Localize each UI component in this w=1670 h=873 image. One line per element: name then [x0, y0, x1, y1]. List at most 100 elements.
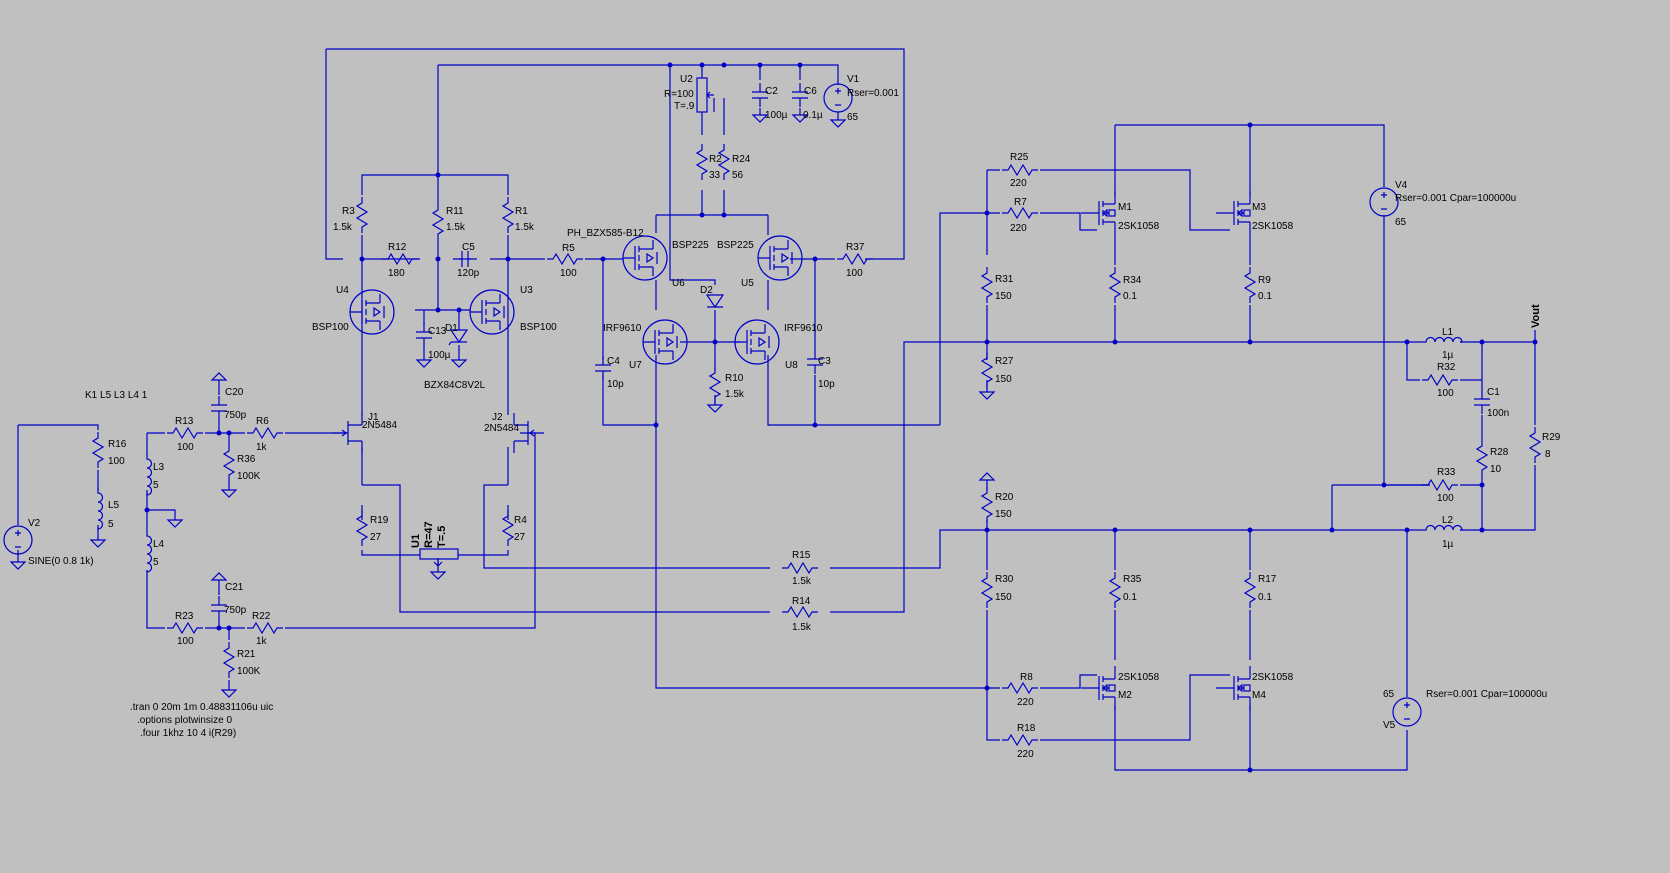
svg-text:BZX84C8V2L: BZX84C8V2L: [424, 380, 486, 391]
svg-text:V1: V1: [847, 74, 860, 85]
svg-text:10: 10: [1490, 464, 1502, 475]
svg-text:U2: U2: [680, 74, 693, 85]
svg-text:M3: M3: [1252, 202, 1266, 213]
wires-top: [325, 48, 990, 689]
wires-input: [17, 285, 1407, 690]
svg-text:120p: 120p: [457, 268, 480, 279]
svg-text:U8: U8: [785, 360, 798, 371]
svg-text:R35: R35: [1123, 574, 1142, 585]
svg-text:220: 220: [1010, 223, 1027, 234]
svg-text:BSP225: BSP225: [672, 240, 709, 251]
svg-text:L3: L3: [153, 462, 165, 473]
svg-text:65: 65: [1395, 217, 1407, 228]
svg-text:Vout: Vout: [1530, 304, 1542, 328]
svg-text:8: 8: [1545, 449, 1551, 460]
svg-text:65: 65: [1383, 689, 1395, 700]
svg-text:R25: R25: [1010, 152, 1029, 163]
svg-text:10p: 10p: [818, 379, 835, 390]
svg-text:C13: C13: [428, 326, 447, 337]
svg-text:R32: R32: [1437, 362, 1456, 373]
svg-text:Rser=0.001 Cpar=100000u: Rser=0.001 Cpar=100000u: [1426, 689, 1547, 700]
svg-text:100: 100: [177, 442, 194, 453]
svg-text:Rser=0.001 Cpar=100000u: Rser=0.001 Cpar=100000u: [1395, 193, 1516, 204]
svg-text:R2: R2: [709, 154, 722, 165]
svg-text:100: 100: [846, 268, 863, 279]
svg-text:L1: L1: [1442, 327, 1454, 338]
svg-text:R20: R20: [995, 492, 1014, 503]
svg-text:100: 100: [177, 636, 194, 647]
svg-text:C2: C2: [765, 86, 778, 97]
capacitors-inductors: [97, 77, 1491, 621]
svg-text:10p: 10p: [607, 379, 624, 390]
svg-text:J1: J1: [368, 412, 379, 423]
svg-text:C3: C3: [818, 356, 831, 367]
junctions: [144, 62, 1538, 773]
svg-text:1.5k: 1.5k: [792, 622, 812, 633]
svg-text:100µ: 100µ: [765, 110, 788, 121]
svg-text:220: 220: [1010, 178, 1027, 189]
svg-text:R31: R31: [995, 274, 1014, 285]
svg-text:27: 27: [370, 532, 382, 543]
svg-text:U7: U7: [629, 360, 642, 371]
svg-text:.tran 0 20m 1m 0.48831106u uic: .tran 0 20m 1m 0.48831106u uic: [130, 702, 273, 713]
svg-text:5: 5: [153, 557, 159, 568]
svg-text:R=100: R=100: [664, 89, 694, 100]
svg-text:750p: 750p: [224, 605, 247, 616]
svg-text:C20: C20: [225, 387, 244, 398]
svg-text:BSP100: BSP100: [520, 322, 557, 333]
svg-text:R21: R21: [237, 649, 256, 660]
svg-text:L5: L5: [108, 500, 120, 511]
svg-text:U1: U1: [410, 534, 422, 548]
svg-text:R29: R29: [1542, 432, 1561, 443]
resistors: [92, 143, 1541, 746]
svg-text:IRF9610: IRF9610: [784, 323, 823, 334]
svg-text:.four 1khz 10 4 i(R29): .four 1khz 10 4 i(R29): [140, 728, 236, 739]
svg-text:1µ: 1µ: [1442, 539, 1454, 550]
svg-text:1µ: 1µ: [1442, 350, 1454, 361]
svg-text:R16: R16: [108, 439, 127, 450]
svg-text:R27: R27: [995, 356, 1014, 367]
spice-directives: K1 L5 L3 L4 1 .tran 0 20m 1m 0.48831106u…: [85, 390, 273, 739]
svg-text:V2: V2: [28, 518, 41, 529]
svg-text:SINE(0 0.8 1k): SINE(0 0.8 1k): [28, 556, 94, 567]
svg-text:R18: R18: [1017, 723, 1036, 734]
svg-text:R=47: R=47: [423, 521, 435, 548]
svg-text:R14: R14: [792, 596, 811, 607]
svg-text:2N5484: 2N5484: [484, 423, 519, 434]
svg-text:27: 27: [514, 532, 526, 543]
svg-text:L2: L2: [1442, 515, 1454, 526]
svg-text:R8: R8: [1020, 672, 1033, 683]
svg-text:R34: R34: [1123, 275, 1142, 286]
svg-text:2SK1058: 2SK1058: [1118, 221, 1160, 232]
svg-text:R5: R5: [562, 243, 575, 254]
svg-text:R4: R4: [514, 515, 527, 526]
svg-text:2SK1058: 2SK1058: [1252, 221, 1294, 232]
svg-text:C21: C21: [225, 582, 244, 593]
svg-text:150: 150: [995, 592, 1012, 603]
svg-text:1.5k: 1.5k: [515, 222, 535, 233]
svg-text:150: 150: [995, 291, 1012, 302]
svg-text:Rser=0.001: Rser=0.001: [847, 88, 899, 99]
svg-text:1.5k: 1.5k: [333, 222, 353, 233]
svg-text:1k: 1k: [256, 636, 268, 647]
svg-text:2SK1058: 2SK1058: [1118, 672, 1160, 683]
svg-text:U5: U5: [741, 278, 754, 289]
svg-text:M1: M1: [1118, 202, 1132, 213]
svg-text:100: 100: [560, 268, 577, 279]
svg-text:180: 180: [388, 268, 405, 279]
svg-text:R1: R1: [515, 206, 528, 217]
svg-text:PH_BZX585-B12: PH_BZX585-B12: [567, 228, 644, 239]
svg-text:5: 5: [108, 519, 114, 530]
svg-text:R37: R37: [846, 242, 865, 253]
svg-text:BSP225: BSP225: [717, 240, 754, 251]
svg-text:U3: U3: [520, 285, 533, 296]
svg-text:5: 5: [153, 480, 159, 491]
svg-text:D1: D1: [445, 323, 458, 334]
sources: [3, 83, 1422, 727]
svg-text:R36: R36: [237, 454, 256, 465]
svg-text:R22: R22: [252, 611, 271, 622]
svg-text:100K: 100K: [237, 471, 261, 482]
svg-text:R10: R10: [725, 373, 744, 384]
svg-text:R13: R13: [175, 416, 194, 427]
svg-text:220: 220: [1017, 749, 1034, 760]
